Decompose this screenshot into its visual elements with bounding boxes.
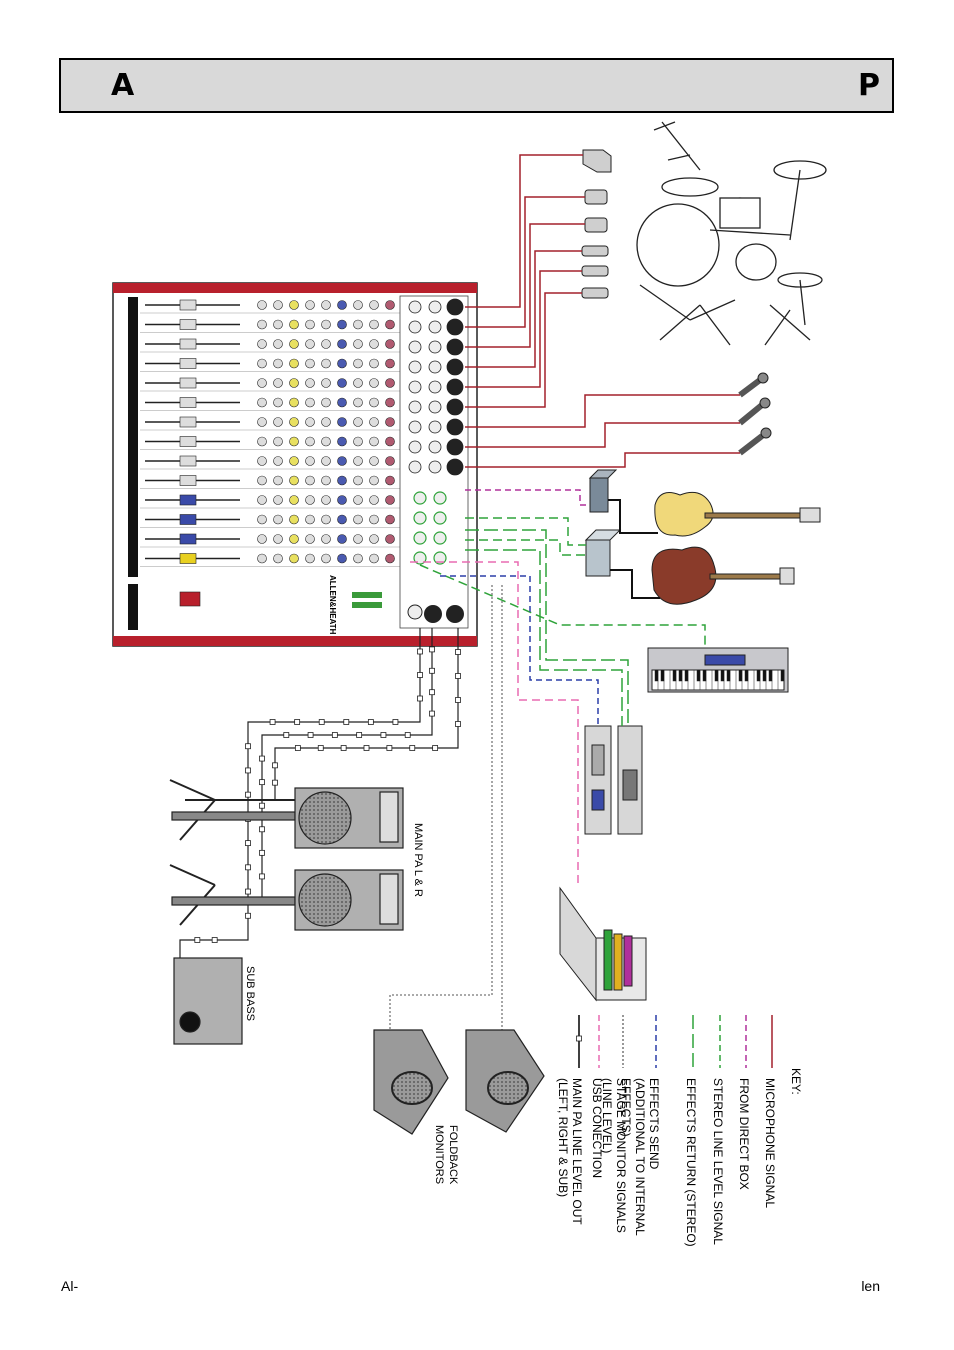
effects-send-cables [440,575,599,726]
laptop-icon [559,886,647,1002]
legend-item-label: EFFECTS RETURN (STEREO) [684,1078,698,1247]
sub-bass-speaker [173,957,243,1045]
electric-guitar-icon [651,546,795,605]
header-left-title: A [111,68,135,103]
legend-item-label: EFFECTS) [619,1078,633,1137]
footer-right-text: len [861,1278,880,1294]
legend-item-label: FROM DIRECT BOX [737,1078,751,1190]
stage-monitor-cables [389,585,503,1030]
legend-title: KEY: [789,1068,803,1095]
header-right-title: P [858,68,880,103]
usb-cable [410,561,579,888]
footer-left-text: Al- [61,1278,79,1294]
legend-item-label: STAGE MONITOR SIGNALS [614,1078,628,1233]
legend-item-label: USB CONECTION [590,1078,604,1178]
sub-bass-label: SUB BASS [244,966,256,1021]
mixing-console: ALLEN&HEATH [112,282,478,647]
bass-guitar-icon [654,491,821,537]
foldback-label-line2: MONITORS [433,1125,445,1184]
mixer-brand-label: ALLEN&HEATH [328,575,337,635]
foldback-label-line1: FOLDBACK [447,1125,459,1185]
legend-key: KEY: MICROPHONE SIGNAL FROM DIRECT BOX STER… [556,1015,803,1247]
foldback-monitors [373,1029,545,1135]
effects-units [584,725,643,835]
keyboard-icon [647,647,789,693]
effects-return-cables [465,529,629,726]
drum-mics [581,149,612,299]
legend-item-label: MICROPHONE SIGNAL [763,1078,777,1208]
main-pa-label: MAIN PA L & R [412,823,424,897]
vocal-mics [738,372,772,456]
legend-item-label: (ADDITIONAL TO INTERNAL [633,1078,647,1236]
legend-item-label: EFFECTS SEND [647,1078,661,1170]
direct-box-icons [584,469,622,577]
legend-item-label: (LEFT, RIGHT & SUB) [556,1078,570,1197]
legend-item-label: (LINE LEVEL) [600,1078,614,1153]
direct-box-cables [465,489,590,506]
main-pa-speakers [169,779,404,931]
microphone-signal-cables [465,154,740,468]
stereo-line-cables [419,517,706,648]
header-bar: A P [59,58,894,113]
instrument-cables [608,499,660,599]
legend-item-label: STEREO LINE LEVEL SIGNAL [711,1078,725,1245]
drum-kit-icon [636,121,827,346]
legend-item-label: MAIN PA LINE LEVEL OUT [570,1078,584,1225]
